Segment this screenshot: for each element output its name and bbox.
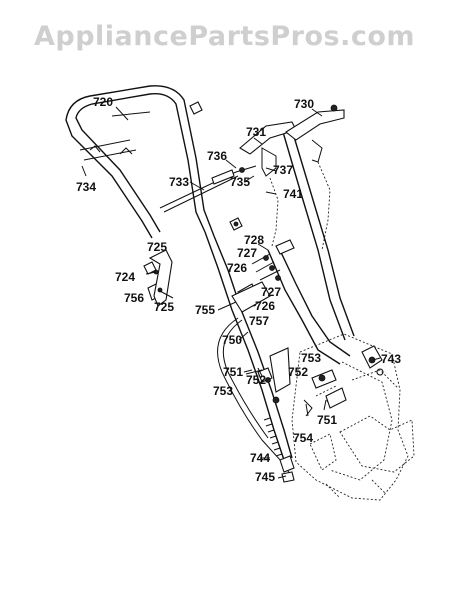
cable-750 xyxy=(217,317,291,475)
engine-housing-outline xyxy=(291,333,415,501)
label-752-left: 752 xyxy=(246,373,266,387)
label-753-upper: 753 xyxy=(301,351,321,365)
cable-733 xyxy=(159,165,257,209)
label-753-lower: 753 xyxy=(213,384,233,398)
bracket-753 xyxy=(269,347,291,393)
label-727-lower: 727 xyxy=(261,285,281,299)
label-730: 730 xyxy=(294,97,314,111)
label-731: 731 xyxy=(246,125,266,139)
label-737: 737 xyxy=(273,163,293,177)
label-751-right: 751 xyxy=(317,413,337,427)
label-735: 735 xyxy=(230,175,250,189)
label-734: 734 xyxy=(76,180,96,194)
handle-assembly-drawing xyxy=(65,85,415,501)
label-726-lower: 726 xyxy=(255,299,275,313)
control-levers xyxy=(239,104,345,251)
label-755: 755 xyxy=(195,303,215,317)
label-744: 744 xyxy=(250,451,270,465)
clamp-plate xyxy=(231,281,271,313)
bracket-725 xyxy=(148,249,173,307)
label-728: 728 xyxy=(244,233,264,247)
label-733: 733 xyxy=(169,175,189,189)
label-726-upper: 726 xyxy=(227,261,247,275)
label-745: 745 xyxy=(255,470,275,484)
label-756: 756 xyxy=(124,291,144,305)
label-720: 720 xyxy=(93,95,113,109)
spring-744 xyxy=(263,417,295,483)
right-hardware xyxy=(303,345,384,417)
label-751-left: 751 xyxy=(223,365,243,379)
label-727-upper: 727 xyxy=(237,246,257,260)
label-754: 754 xyxy=(293,431,313,445)
part-labels: 720 730 731 736 737 733 735 734 741 728 … xyxy=(76,95,401,484)
label-725-upper: 725 xyxy=(147,240,167,254)
lower-handle-bars xyxy=(204,129,355,461)
label-743: 743 xyxy=(381,352,401,366)
watermark-logo: AppliancePartsPros.com xyxy=(34,21,415,52)
label-750: 750 xyxy=(222,333,242,347)
label-725-lower: 725 xyxy=(154,300,174,314)
leader-lines xyxy=(81,106,381,479)
upper-handle xyxy=(65,85,215,239)
label-741: 741 xyxy=(283,187,303,201)
label-752-right: 752 xyxy=(288,365,308,379)
label-724: 724 xyxy=(115,270,135,284)
label-736: 736 xyxy=(207,149,227,163)
label-757: 757 xyxy=(249,314,269,328)
